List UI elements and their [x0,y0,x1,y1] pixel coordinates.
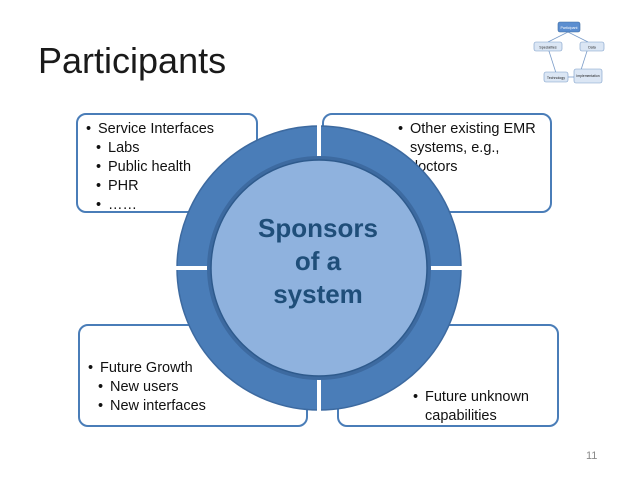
mini-node-technology [543,71,569,83]
slide-title: Participants [38,40,227,81]
mini-node-data-label: Data [588,46,596,50]
center-line: system [273,279,363,309]
sponsor-ring [175,124,463,412]
box-bottom-left-list: Future Growth New users New interfaces [88,359,298,416]
center-label: Sponsors of a system [222,212,414,311]
page-number: 11 [586,450,598,462]
list-item: Future Growth [88,359,298,378]
box-top-left-list: Service Interfaces Labs Public health PH… [86,120,248,215]
mini-diagram: Participant Specialties Data Technology … [533,21,605,84]
list-item: New users [98,378,298,397]
mini-node-specialties-label: Specialties [539,46,557,50]
list-item: Future unknown capabilities [413,388,549,426]
list-item: …… [96,196,248,215]
box-top-right-list: Other existing EMR systems, e.g., doctor… [398,120,542,177]
mini-node-implementation [573,68,603,84]
list-item: Service Interfaces [86,120,248,139]
center-line: of a [294,246,342,276]
list-item: Other existing EMR systems, e.g., doctor… [398,120,542,177]
mini-node-participant [557,21,581,33]
box-bottom-right-list: Future unknown capabilities [413,388,549,426]
ring-center [210,159,428,377]
list-item: New interfaces [98,397,298,416]
mini-node-specialties [533,41,563,52]
list-item: Labs [96,139,248,158]
mini-node-participant-label: Participant [561,26,578,30]
center-line: Sponsors [258,213,378,243]
list-item: PHR [96,177,248,196]
list-item: Public health [96,158,248,177]
mini-node-implementation-label: Implementation [576,74,599,78]
mini-node-technology-label: Technology [547,76,565,80]
mini-node-data [579,41,605,52]
